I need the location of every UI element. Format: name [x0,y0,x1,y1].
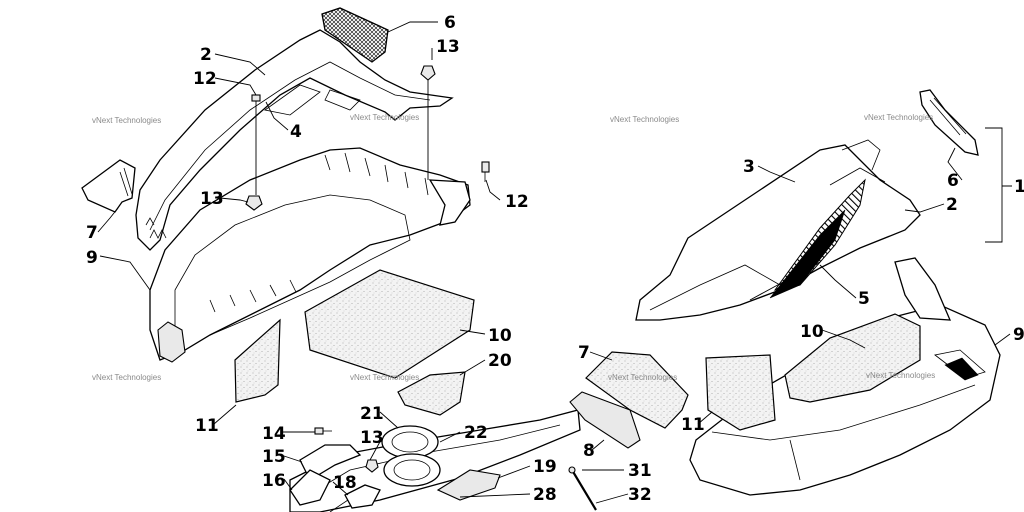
callout-7-left: 7 [86,223,98,243]
lower-hood-right-lip [428,179,471,226]
bolt-14 [314,427,332,435]
gasket-21 [381,425,439,459]
right-lower-hood-vent [944,357,979,381]
lower-hood-inner-panel [174,194,411,336]
callout-8: 8 [583,441,595,461]
callout-11-left: 11 [195,416,219,436]
watermarks: vNext Technologies vNext Technologies vN… [92,113,935,382]
right-bracket-8 [569,391,641,449]
bolt-31-32 [568,466,597,511]
callout-11-right: 11 [681,415,705,435]
watermark-8: vNext Technologies [866,371,935,380]
right-lower-hood-flange [894,257,952,321]
pad-20 [397,371,466,416]
bracket-16 [289,469,331,506]
upper-hood-fin-edge [264,84,361,116]
callout-5: 5 [858,289,870,309]
callout-13-middle: 13 [200,189,224,209]
small-pad-right [705,354,776,431]
callout-6-left: 6 [444,13,456,33]
callout-12-upper: 12 [193,69,217,89]
callout-labels: 6 13 2 12 4 12 13 7 9 10 20 11 21 22 14 … [86,13,1024,505]
bolt-12-right [481,161,490,182]
foam-pad-left [304,269,475,379]
watermark-5: vNext Technologies [92,373,161,382]
upper-hood-shell [135,29,454,251]
upper-hood-teeth [145,217,167,239]
callout-19: 19 [533,457,557,477]
nut-13-upper [420,65,436,180]
callout-10-left: 10 [488,326,512,346]
watermark-2: vNext Technologies [350,113,419,122]
right-side-vent [585,351,689,429]
watermark-7: vNext Technologies [608,373,677,382]
group-bracket-1 [985,127,1012,243]
left-side-vent-slats [119,167,133,197]
plate-18 [344,484,381,509]
callout-14: 14 [262,424,286,444]
callout-32: 32 [628,485,652,505]
top-vent-grille [321,7,389,63]
nut-13-left [245,195,263,211]
left-side-vent [81,159,136,213]
right-upper-hood [635,144,921,321]
callout-2-right: 2 [946,195,958,215]
callout-31: 31 [628,461,652,481]
nut-13-lower [365,459,379,473]
upper-hood-inner-edge [149,61,431,231]
foam-pad-right [784,313,921,403]
callout-9-right: 9 [1013,325,1024,345]
right-vent-slats [929,97,967,136]
watermark-6: vNext Technologies [350,373,419,382]
latch-19 [436,469,501,501]
leader-lines [97,21,1011,504]
gasket-22 [383,453,441,487]
callout-13-top: 13 [436,37,460,57]
callout-20: 20 [488,351,512,371]
watermark-3: vNext Technologies [610,115,679,124]
right-upper-hood-fin [769,209,846,299]
lower-hood-nose [157,321,186,363]
right-upper-hood-details [649,139,886,311]
watermark-1: vNext Technologies [92,116,161,125]
callout-2-left: 2 [200,45,212,65]
callout-10-right: 10 [800,322,824,342]
callout-28: 28 [533,485,557,505]
callout-21: 21 [360,404,384,424]
callout-1: 1 [1014,177,1024,197]
watermark-4: vNext Technologies [864,113,933,122]
callout-16: 16 [262,471,286,491]
callout-18: 18 [333,473,357,493]
callout-22: 22 [464,423,488,443]
lower-hood-shell [149,147,471,361]
callout-9-left: 9 [86,248,98,268]
callout-7-right: 7 [578,343,590,363]
lower-hood-ribs [209,152,429,313]
callout-3: 3 [743,157,755,177]
small-pad-left [234,318,281,403]
callout-4: 4 [290,122,302,142]
callout-12-right: 12 [505,192,529,212]
callout-13-lower: 13 [360,428,384,448]
callout-15: 15 [262,447,286,467]
callout-6-right: 6 [947,171,959,191]
